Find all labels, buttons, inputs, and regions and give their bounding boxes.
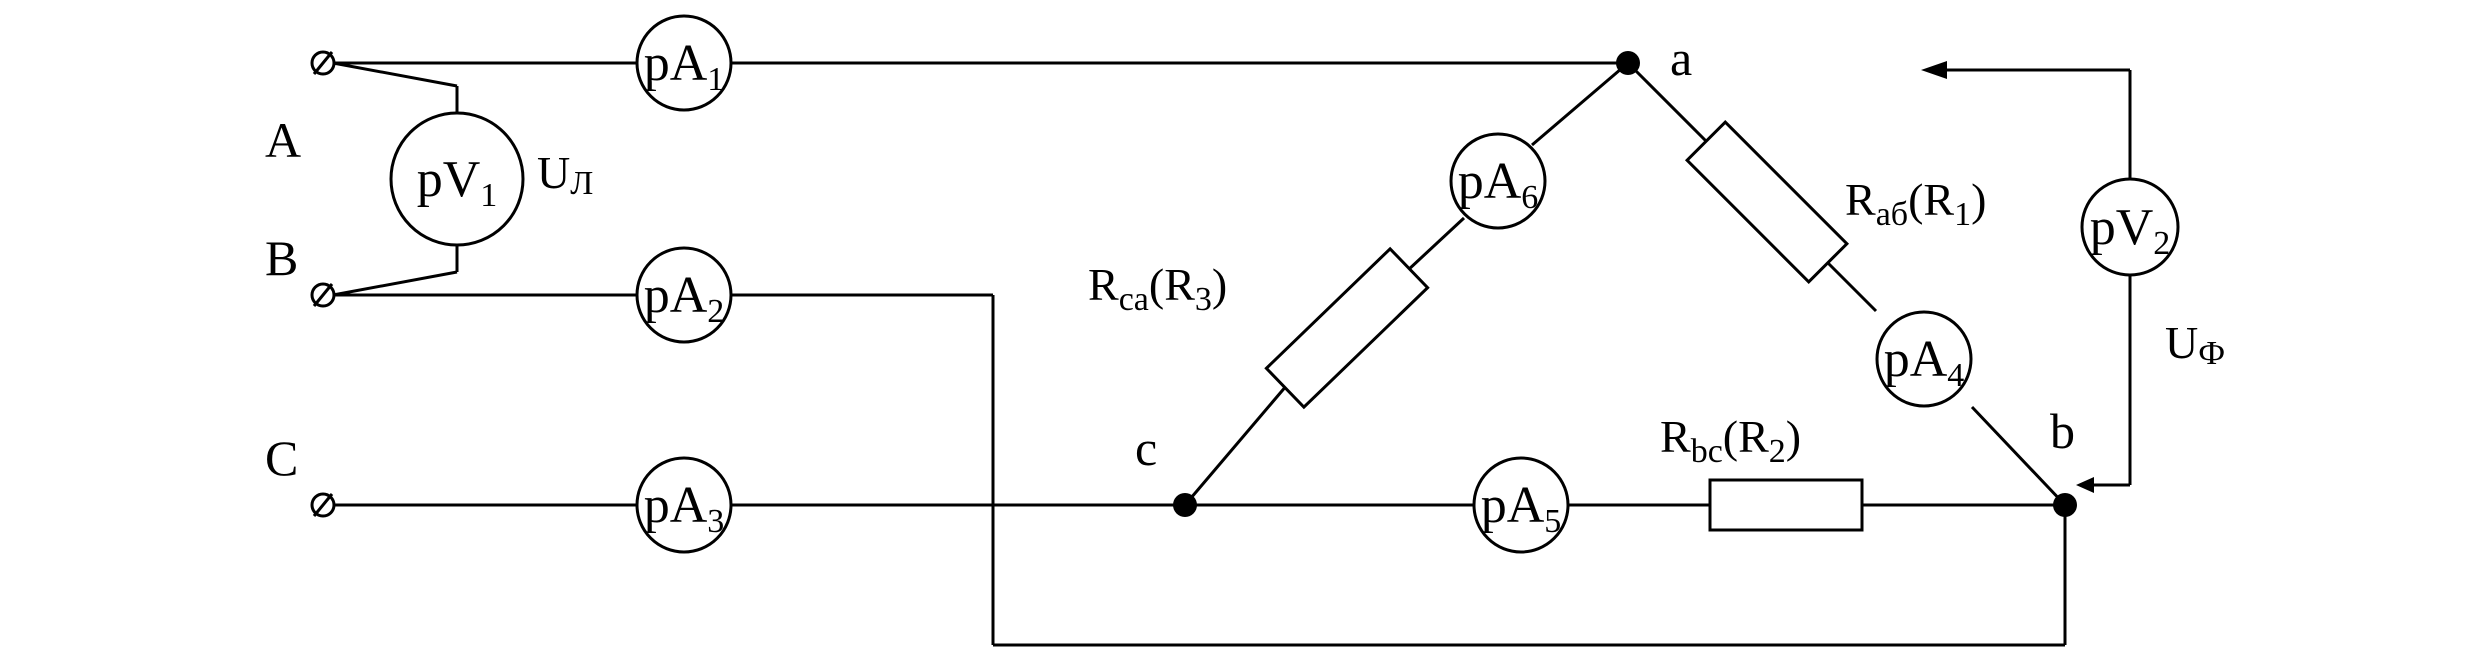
- node-b-dot: [2053, 493, 2077, 517]
- svg-text:pA3: pA3: [644, 477, 725, 540]
- wire-pv1-top: [332, 61, 458, 88]
- voltmeter-pv1: pV1: [389, 111, 525, 247]
- resistor-rbc: [1708, 478, 1864, 532]
- node-b-label: b: [2050, 403, 2075, 459]
- svg-text:pA1: pA1: [644, 35, 725, 98]
- line-voltage-label: UЛ: [537, 147, 593, 202]
- resistor-rab-label: Rаб(R1): [1845, 174, 1986, 233]
- wire-a-to-pa6: [1531, 61, 1629, 147]
- voltmeter-pv2: pV2: [2080, 177, 2180, 277]
- terminal-b-label: B: [265, 230, 298, 286]
- svg-text:pA5: pA5: [1481, 477, 1562, 540]
- terminal-c-label: C: [265, 430, 298, 486]
- wire-rab-to-pa4: [1824, 259, 1878, 313]
- ammeter-pa2: pA2: [635, 246, 733, 344]
- ammeter-pa1: pA1: [635, 14, 733, 112]
- resistor-rbc-label: Rbc(R2): [1660, 411, 1801, 470]
- node-a-label: a: [1670, 30, 1692, 86]
- svg-text:pA4: pA4: [1884, 331, 1965, 394]
- svg-text:pA2: pA2: [644, 267, 725, 330]
- terminal-a: [310, 50, 336, 76]
- wire-rca-to-c: [1183, 384, 1289, 506]
- node-c-dot: [1173, 493, 1197, 517]
- terminal-c: [310, 492, 336, 518]
- arrow-head-bottom: [2076, 477, 2094, 493]
- svg-text:pA6: pA6: [1458, 153, 1539, 216]
- svg-text:pV1: pV1: [417, 151, 498, 214]
- node-c-label: c: [1135, 420, 1157, 476]
- ammeter-pa5: pA5: [1472, 456, 1570, 554]
- phase-voltage-label: UФ: [2165, 317, 2225, 372]
- terminal-a-label: A: [265, 112, 301, 168]
- node-a-dot: [1616, 51, 1640, 75]
- resistor-rca: [1264, 246, 1430, 410]
- ammeter-pa4: pA4: [1875, 310, 1973, 408]
- terminal-b: [310, 282, 336, 308]
- wire-pv1-bottom: [332, 270, 458, 297]
- wire-pa4-to-b: [1970, 405, 2067, 507]
- svg-text:pV2: pV2: [2090, 199, 2171, 262]
- arrow-head-top: [1921, 61, 1947, 79]
- wire-pa6-to-rca: [1405, 216, 1466, 273]
- ammeter-pa3: pA3: [635, 456, 733, 554]
- resistor-rca-label: Rca(R3): [1088, 259, 1227, 318]
- resistor-rab: [1684, 119, 1850, 285]
- wire-a-to-rab: [1626, 61, 1710, 145]
- wires: [332, 61, 2132, 647]
- ammeter-pa6: pA6: [1449, 132, 1547, 230]
